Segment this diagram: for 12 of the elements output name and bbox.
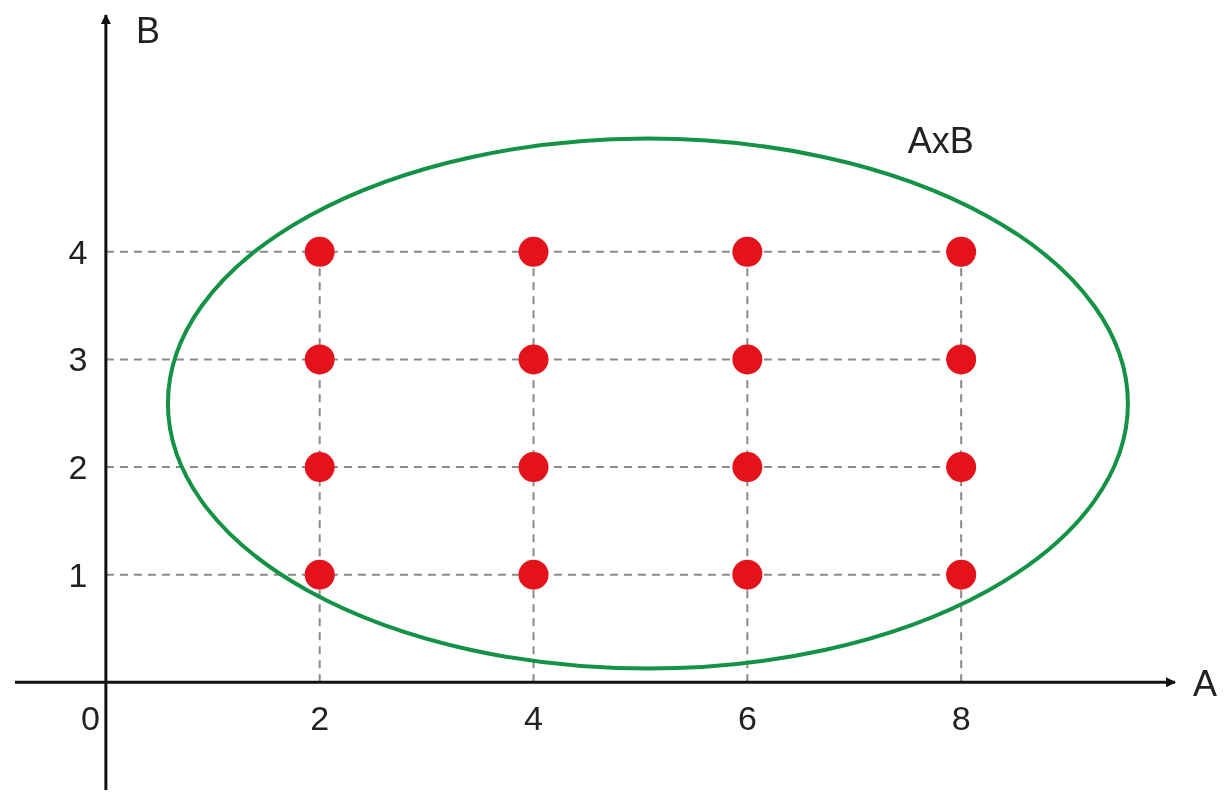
tick-label: 3	[68, 340, 88, 379]
tick-label: 0	[80, 699, 100, 738]
axis-label: B	[135, 10, 160, 51]
ellipse-label: AxB	[907, 119, 974, 161]
tick-label: 4	[68, 232, 88, 271]
tick-label: 4	[524, 699, 543, 738]
tick-label: 2	[68, 448, 88, 487]
axis-label: A	[1193, 663, 1217, 705]
tick-label: 8	[951, 699, 971, 738]
tick-label: 6	[737, 699, 757, 738]
tick-label: 1	[68, 555, 88, 594]
tick-label: 2	[310, 699, 330, 738]
